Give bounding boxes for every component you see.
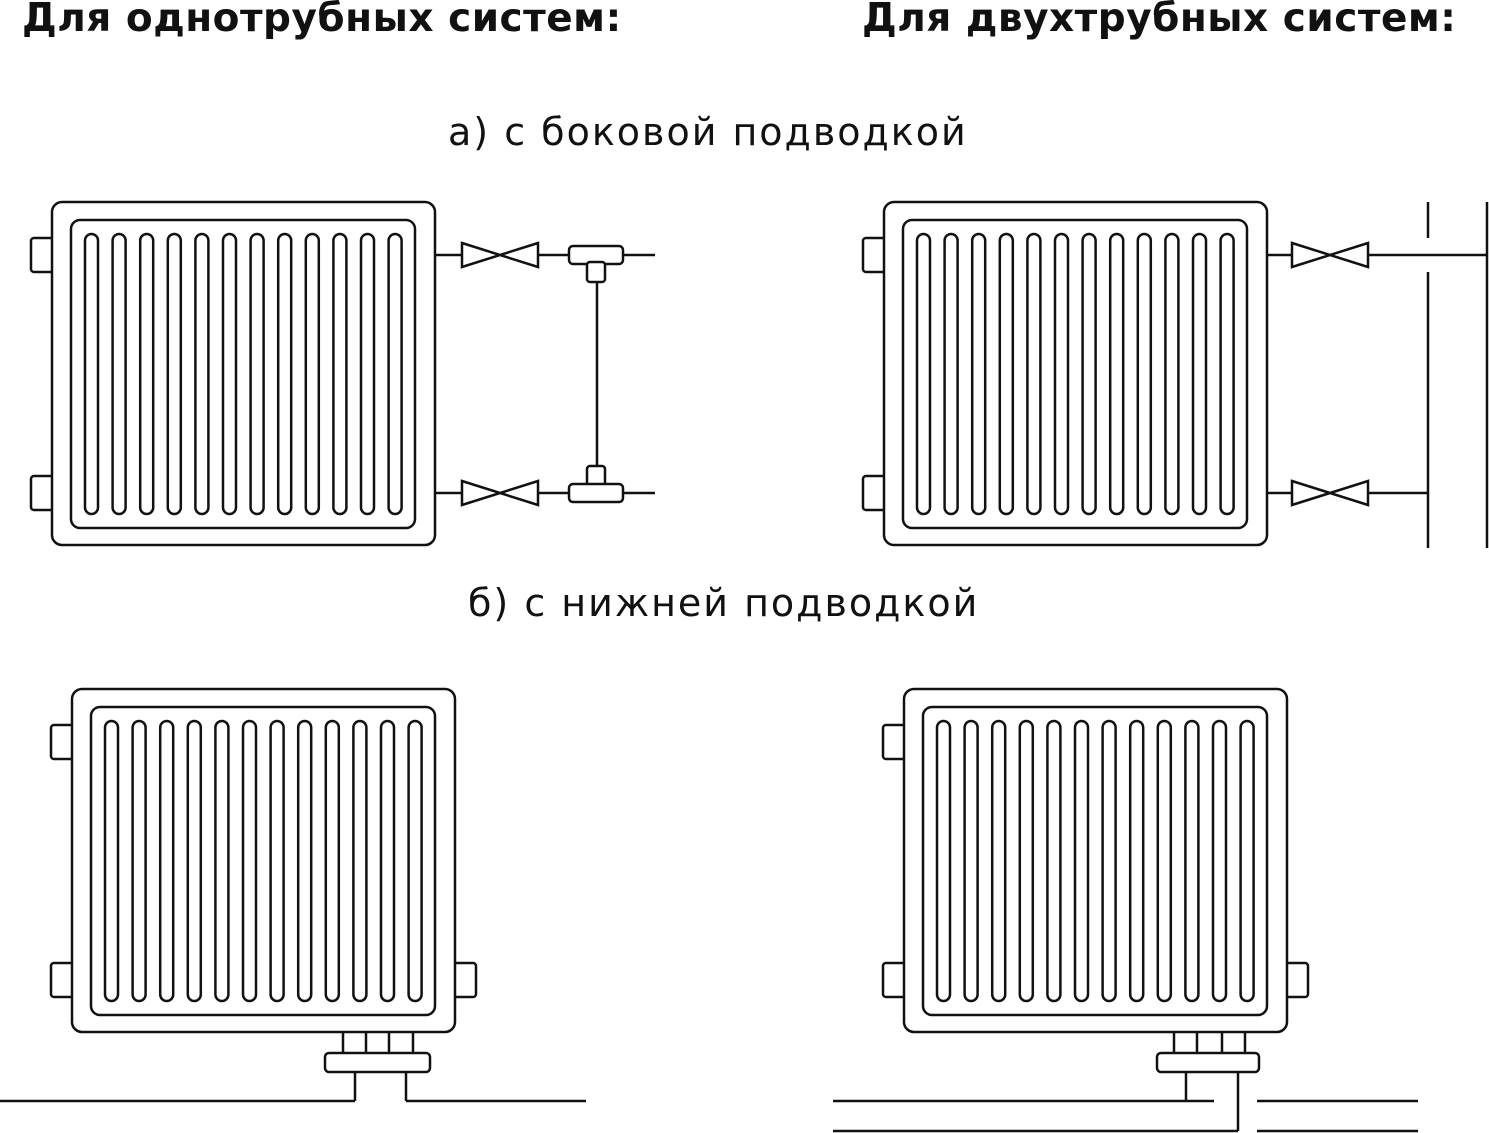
radiator-fin bbox=[943, 232, 959, 516]
radiator-fin bbox=[387, 232, 403, 516]
plug-top-left bbox=[881, 723, 908, 761]
valve-icon bbox=[460, 479, 540, 507]
radiator-fin bbox=[1018, 719, 1035, 1003]
radiator-panel bbox=[921, 705, 1269, 1017]
plug-top-left bbox=[29, 236, 56, 274]
radiator-fin bbox=[214, 719, 230, 1003]
radiator-two-bottom bbox=[881, 687, 1310, 1034]
radiator-fin bbox=[998, 232, 1015, 516]
radiator-fin bbox=[83, 232, 100, 516]
radiator-panel bbox=[69, 218, 417, 530]
radiator-single-side bbox=[29, 200, 437, 547]
plug-bottom-left bbox=[861, 474, 888, 512]
radiator-fin bbox=[915, 232, 932, 516]
radiator-fin bbox=[1136, 232, 1153, 516]
radiator-fin bbox=[241, 719, 258, 1003]
piping-two-bottom bbox=[833, 1032, 1418, 1133]
plug-top-left bbox=[861, 236, 888, 274]
valve-icon bbox=[460, 241, 540, 269]
radiator-fin bbox=[1073, 719, 1090, 1003]
radiator-fin bbox=[359, 232, 376, 516]
valve-icon bbox=[1290, 479, 1370, 507]
radiator-fin bbox=[103, 719, 120, 1003]
radiator-fin bbox=[1101, 719, 1117, 1003]
plug-bottom-right bbox=[1283, 961, 1310, 999]
radiator-fin bbox=[407, 719, 423, 1003]
radiator-fin bbox=[1026, 232, 1042, 516]
radiator-two-side bbox=[861, 200, 1269, 547]
tee-branch bbox=[585, 260, 607, 284]
radiator-fin bbox=[970, 232, 987, 516]
section-bottom-connection: б) с нижней подводкой bbox=[468, 581, 980, 625]
radiator-fin bbox=[990, 719, 1007, 1003]
radiator-fin bbox=[1128, 719, 1145, 1003]
valve-icon bbox=[1290, 241, 1370, 269]
radiator-fin bbox=[269, 719, 285, 1003]
bottom-connector bbox=[1155, 1051, 1261, 1074]
heading-two-pipe: Для двухтрубных систем: bbox=[862, 0, 1457, 41]
radiator-fin bbox=[194, 232, 210, 516]
radiator-fin bbox=[1081, 232, 1097, 516]
bottom-connector bbox=[323, 1051, 432, 1074]
radiator-fin bbox=[158, 719, 175, 1003]
radiator-fin bbox=[379, 719, 396, 1003]
radiator-fin bbox=[186, 719, 203, 1003]
radiator-fin bbox=[111, 232, 127, 516]
radiator-fin bbox=[166, 232, 183, 516]
radiator-fin bbox=[276, 232, 293, 516]
radiator-fin bbox=[131, 719, 147, 1003]
radiator-fin bbox=[1239, 719, 1255, 1003]
piping-two-side bbox=[1267, 202, 1489, 548]
piping-single-bottom bbox=[0, 1032, 586, 1103]
plug-top-left bbox=[49, 723, 76, 761]
radiator-fin bbox=[1164, 232, 1180, 516]
plug-bottom-left bbox=[49, 961, 76, 999]
radiator-panel bbox=[901, 218, 1249, 530]
radiator-fin bbox=[1108, 232, 1125, 516]
heading-single-pipe: Для однотрубных систем: bbox=[22, 0, 622, 41]
radiator-fin bbox=[1211, 719, 1228, 1003]
radiator-fin bbox=[1053, 232, 1070, 516]
section-side-connection: а) с боковой подводкой bbox=[448, 110, 968, 154]
radiator-fin bbox=[138, 232, 155, 516]
piping-single-side bbox=[435, 241, 655, 507]
radiator-fin bbox=[1191, 232, 1208, 516]
radiator-fin bbox=[324, 719, 341, 1003]
radiator-fin bbox=[1046, 719, 1062, 1003]
plug-bottom-left bbox=[881, 961, 908, 999]
radiator-fin bbox=[249, 232, 265, 516]
radiator-fin bbox=[935, 719, 952, 1003]
radiator-fin bbox=[221, 232, 238, 516]
radiator-fin bbox=[304, 232, 321, 516]
radiator-fin bbox=[963, 719, 979, 1003]
plug-bottom-right bbox=[451, 961, 478, 999]
radiator-fin bbox=[332, 232, 348, 516]
radiator-fin bbox=[1184, 719, 1200, 1003]
tee-fitting bbox=[567, 482, 625, 504]
radiator-fin bbox=[1156, 719, 1173, 1003]
radiator-fin bbox=[296, 719, 313, 1003]
radiator-fin bbox=[352, 719, 368, 1003]
radiator-single-bottom bbox=[49, 687, 478, 1034]
plug-bottom-left bbox=[29, 474, 56, 512]
radiator-panel bbox=[89, 705, 437, 1017]
radiator-fin bbox=[1219, 232, 1235, 516]
